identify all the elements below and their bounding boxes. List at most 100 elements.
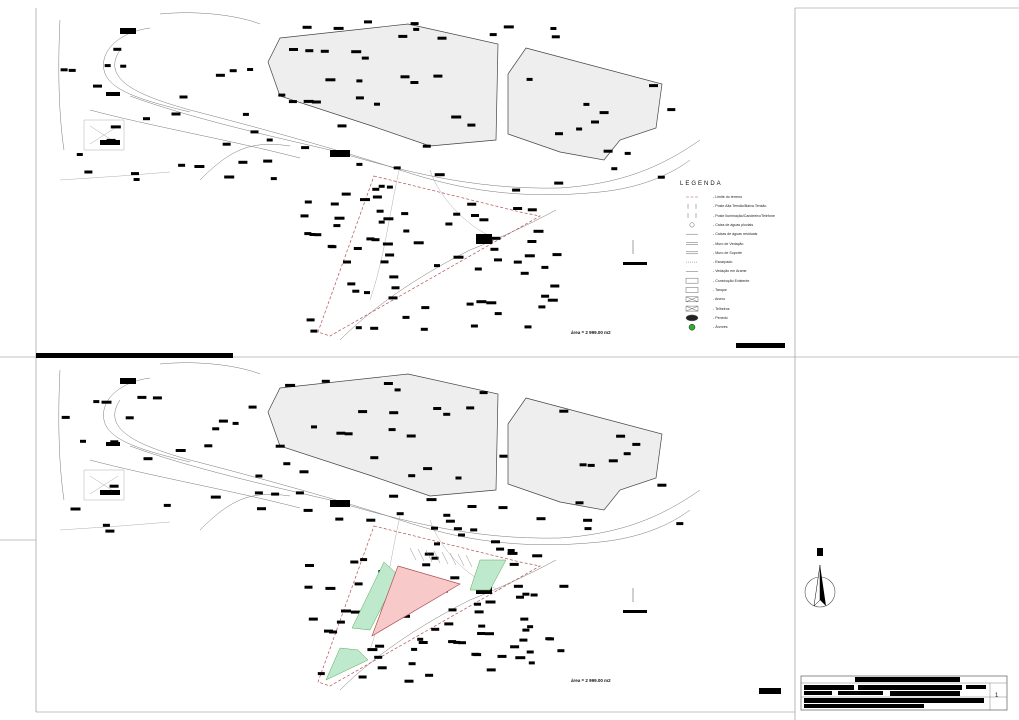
survey-point-label	[396, 512, 404, 516]
survey-point-label	[304, 585, 313, 589]
survey-point-label	[178, 163, 186, 167]
survey-point-label	[443, 412, 451, 416]
survey-point-label	[343, 260, 351, 264]
survey-point-label	[431, 526, 438, 530]
survey-point-label	[526, 77, 533, 81]
survey-point-label	[320, 49, 329, 53]
survey-point-label	[110, 125, 121, 129]
survey-point-label	[479, 218, 489, 222]
legend-title: LEGENDA	[680, 181, 723, 187]
survey-point-label	[632, 442, 641, 446]
survey-point-label	[421, 306, 430, 310]
proposed-building	[371, 565, 461, 637]
survey-point-label	[413, 241, 424, 245]
survey-point-label	[386, 185, 393, 189]
survey-point-label	[479, 391, 488, 395]
survey-point-label	[304, 200, 312, 204]
survey-point-label	[255, 474, 263, 478]
survey-point-label	[550, 284, 560, 288]
survey-point-label	[513, 207, 523, 210]
legend-item: - Muro de Vedação	[713, 241, 744, 246]
survey-point-label	[341, 192, 351, 196]
survey-point-label	[356, 79, 363, 83]
legend-item: - Tanque	[713, 288, 727, 292]
green-area-right	[469, 559, 507, 591]
green-area-left	[351, 561, 399, 631]
survey-point-label	[212, 427, 220, 431]
survey-point-label	[105, 529, 115, 533]
plot-boundary	[317, 175, 541, 337]
redaction-bar	[36, 353, 233, 358]
survey-point-label	[304, 232, 312, 236]
survey-point-label	[470, 324, 478, 328]
survey-point-label	[300, 214, 309, 218]
survey-point-label	[507, 549, 515, 552]
survey-point-label	[494, 258, 502, 262]
survey-point-label	[133, 178, 140, 181]
survey-point-label	[364, 20, 372, 24]
survey-point-label	[393, 166, 401, 170]
survey-point-label	[448, 608, 457, 612]
survey-point-label	[657, 175, 665, 179]
survey-point-label	[389, 275, 399, 279]
survey-point-label	[377, 666, 387, 670]
survey-point-label	[163, 503, 171, 507]
rock-icon	[685, 314, 699, 322]
survey-point-label	[247, 68, 254, 71]
survey-point-label	[445, 222, 453, 226]
survey-point-label	[295, 491, 304, 495]
survey-point-label	[444, 622, 454, 626]
legend-item: - Penedo	[713, 315, 728, 320]
survey-point-label	[215, 73, 225, 77]
survey-point-label	[453, 640, 461, 644]
survey-point-label	[486, 301, 497, 305]
survey-point-label	[497, 654, 507, 658]
survey-point-label	[404, 679, 414, 683]
survey-point-label	[575, 501, 584, 505]
survey-point-label	[649, 84, 658, 88]
survey-point-label	[344, 432, 353, 436]
sheet-number: 1	[995, 693, 999, 699]
survey-point-label	[360, 198, 370, 202]
redacted-note	[476, 234, 492, 244]
survey-point-label	[179, 95, 188, 99]
scale-bar-top	[623, 240, 647, 265]
survey-point-label	[455, 476, 462, 480]
survey-point-label	[527, 625, 534, 629]
survey-point-label	[289, 48, 298, 51]
redaction-bar	[759, 688, 781, 694]
survey-point-label	[333, 224, 341, 228]
survey-point-label	[93, 400, 100, 404]
survey-point-label	[489, 33, 497, 37]
survey-point-label	[308, 617, 318, 621]
survey-point-label	[336, 620, 345, 624]
survey-point-label	[587, 463, 595, 467]
survey-point-label	[330, 202, 339, 206]
survey-point-label	[433, 74, 443, 78]
survey-point-label	[467, 202, 477, 206]
survey-point-label	[311, 100, 321, 104]
survey-point-label	[84, 170, 93, 174]
survey-point-label	[358, 675, 367, 679]
title-block	[800, 675, 1008, 711]
existing-building-1	[267, 23, 499, 147]
survey-point-label	[210, 495, 221, 499]
survey-point-label	[76, 153, 83, 156]
survey-point-label	[355, 96, 364, 100]
survey-point-label	[305, 49, 314, 53]
redacted-note	[106, 92, 120, 96]
survey-point-label	[547, 298, 558, 302]
legend-item: - Anexo	[713, 297, 726, 302]
survey-point-label	[478, 624, 486, 628]
plot-boundary	[317, 525, 541, 687]
survey-point-label	[503, 25, 514, 29]
survey-point-label	[254, 491, 263, 495]
survey-point-label	[257, 507, 266, 511]
survey-point-label	[524, 325, 532, 329]
survey-point-label	[333, 26, 344, 30]
survey-point-label	[391, 286, 400, 290]
survey-point-label	[458, 641, 466, 645]
survey-point-label	[408, 474, 416, 478]
survey-point-label	[431, 627, 440, 631]
survey-point-label	[285, 383, 296, 387]
